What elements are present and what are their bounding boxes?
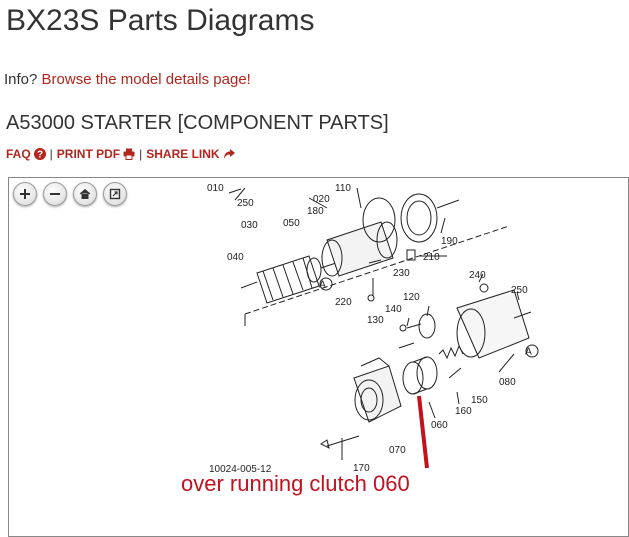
- part-label: 110: [335, 183, 351, 194]
- diagram-code: 10024-005-12: [209, 464, 272, 475]
- fullscreen-button[interactable]: [103, 182, 127, 206]
- share-link[interactable]: SHARE LINK: [146, 147, 235, 161]
- zoom-in-icon: [20, 189, 30, 199]
- zoom-out-icon: [50, 193, 60, 195]
- part-label: 130: [367, 315, 384, 326]
- part-label: 030: [241, 220, 258, 231]
- faq-link[interactable]: FAQ?: [6, 147, 46, 161]
- part-label: 120: [403, 292, 420, 303]
- info-prefix: Info?: [4, 71, 38, 88]
- section-title: A53000 STARTER [COMPONENT PARTS]: [6, 112, 389, 134]
- ref-mark: A: [525, 347, 532, 358]
- annotation-arrow: [417, 395, 429, 469]
- part-label: 040: [227, 252, 244, 263]
- svg-text:?: ?: [37, 150, 43, 161]
- part-label: 060: [431, 420, 448, 431]
- diagram-viewer[interactable]: 010 250 110 020 030 050 180 190 210 040 …: [8, 177, 629, 537]
- fullscreen-icon: [109, 188, 121, 200]
- part-label: 010: [207, 183, 224, 194]
- separator: |: [49, 147, 53, 161]
- part-label: 220: [335, 297, 352, 308]
- ref-mark: A: [319, 280, 326, 291]
- starter-parts-diagram: 010 250 110 020 030 050 180 190 210 040 …: [207, 183, 539, 475]
- part-label: 140: [385, 304, 402, 315]
- model-details-link[interactable]: Browse the model details page!: [41, 71, 251, 88]
- part-label: 240: [469, 270, 486, 281]
- zoom-out-button[interactable]: [43, 182, 67, 206]
- part-label: 150: [471, 395, 488, 406]
- part-label: 250: [511, 285, 528, 296]
- separator: |: [139, 147, 143, 161]
- action-links: FAQ?|PRINT PDF|SHARE LINK: [6, 147, 236, 163]
- zoom-controls: [13, 182, 127, 206]
- zoom-in-button[interactable]: [13, 182, 37, 206]
- part-label: 170: [353, 463, 370, 474]
- part-label: 020: [313, 194, 330, 205]
- home-button[interactable]: [73, 182, 97, 206]
- info-line: Info? Browse the model details page!: [4, 71, 251, 88]
- printer-icon: [123, 148, 135, 163]
- share-link-label: SHARE LINK: [146, 147, 220, 161]
- share-arrow-icon: [223, 148, 236, 163]
- question-icon: ?: [33, 148, 46, 163]
- part-label: 080: [499, 377, 516, 388]
- part-label: 230: [393, 268, 410, 279]
- page-title: BX23S Parts Diagrams: [6, 4, 315, 37]
- faq-label: FAQ: [6, 147, 31, 161]
- annotation-text: over running clutch 060: [181, 471, 410, 496]
- home-icon: [79, 188, 91, 199]
- print-pdf-label: PRINT PDF: [56, 147, 121, 161]
- part-label: 250: [237, 198, 254, 209]
- part-label: 210: [423, 252, 440, 263]
- part-label: 070: [389, 445, 406, 456]
- part-label: 180: [307, 206, 324, 217]
- part-label: 160: [455, 406, 472, 417]
- part-label: 050: [283, 218, 300, 229]
- part-label: 190: [441, 236, 458, 247]
- print-pdf-link[interactable]: PRINT PDF: [57, 147, 135, 161]
